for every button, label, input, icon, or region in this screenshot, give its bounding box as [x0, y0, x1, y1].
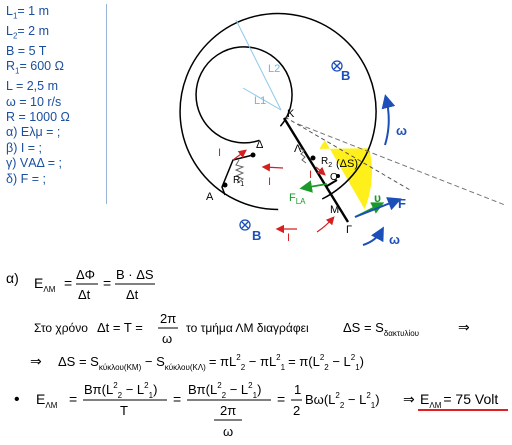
b-omega-term: Bω(L22 − L21)	[305, 391, 380, 410]
solution-math: α) EΛΜ = ΔΦ Δt = B · ΔS Δt Στο χρόνο Δt …	[6, 267, 508, 439]
e-lm-symbol: EΛΜ	[34, 275, 56, 294]
current-label-3: I	[309, 169, 312, 181]
point-a	[222, 182, 228, 188]
implies-1: ⇒	[458, 319, 470, 335]
point-lambda	[310, 155, 316, 161]
line2-period: Δt = T =	[97, 320, 143, 335]
result: EΛΜ= 75 Volt	[420, 391, 498, 410]
inner-ring	[195, 46, 293, 144]
current-label-4: I	[287, 232, 290, 244]
omega-label-top: ω	[396, 123, 407, 138]
force-fla-arrow	[299, 180, 328, 193]
omega-arrow-bottom	[362, 226, 384, 246]
field-symbol-b-top: B	[331, 60, 350, 83]
ds-difference: ΔS = Sκύκλου(ΚΜ) − Sκύκλου(ΚΛ)= πL22 − π…	[58, 353, 364, 372]
resistor-r1	[234, 159, 245, 184]
given-r: R = 1000 Ω	[6, 109, 70, 124]
force-fla-label: FLA	[289, 192, 306, 206]
radius-l2	[235, 19, 282, 111]
current-label-1: I	[218, 147, 221, 159]
given-l2: L2= 2 m	[6, 23, 50, 41]
dt-1: Δt	[78, 287, 91, 302]
point-delta	[250, 152, 256, 158]
point-o	[336, 174, 340, 178]
label-r1: R1	[233, 175, 244, 188]
ring-diagram: L2 L1 K Δ Λ A M Γ O R1 R2 (ΔS) B B ω ω I	[179, 12, 506, 247]
question-a: α) Eλμ = ;	[6, 125, 61, 140]
omega-arrow-top	[381, 94, 396, 146]
label-o: O	[330, 172, 338, 183]
current-arrow-5	[316, 216, 335, 233]
given-r1: R1= 600 Ω	[6, 59, 64, 76]
half-num: 1	[294, 382, 301, 397]
current-label-2: I	[268, 176, 271, 188]
dphi: ΔΦ	[76, 267, 95, 282]
eq-2: =	[103, 275, 111, 291]
svg-text:B: B	[252, 228, 261, 243]
question-b: β) Ι = ;	[6, 140, 43, 155]
eq-5: =	[277, 391, 285, 407]
label-gamma: Γ	[346, 224, 352, 236]
label-delta: Δ	[256, 139, 264, 151]
line2-ds: ΔS = Sδακτυλίου	[343, 320, 419, 338]
rod-mark	[326, 179, 338, 187]
outer-ring	[179, 12, 377, 211]
label-l2: L2	[268, 63, 280, 75]
question-c: γ) VΑΔ = ;	[6, 156, 62, 171]
label-lambda: Λ	[294, 143, 302, 155]
field-symbol-b-bottom: B	[239, 219, 261, 243]
b-ds: B · ΔS	[116, 267, 154, 282]
given-omega: ω = 10 r/s	[6, 94, 62, 109]
numerator-1: Bπ(L22 − L21)	[84, 381, 157, 400]
omega-denom: ω	[162, 331, 172, 346]
label-a: A	[206, 191, 214, 203]
velocity-label: υ	[374, 191, 381, 205]
given-l1: L1= 1 m	[6, 4, 50, 21]
part-label: α)	[6, 270, 19, 286]
dt-2: Δt	[126, 287, 139, 302]
two-pi: 2π	[160, 311, 176, 326]
current-arrow-3	[315, 166, 326, 176]
given-l: L = 2,5 m	[6, 79, 58, 94]
svg-text:B: B	[341, 68, 350, 83]
bullet: •	[14, 391, 20, 408]
line2-middle: το τμήμα ΛΜ διαγράφει	[186, 321, 309, 335]
question-d: δ) F = ;	[6, 171, 46, 186]
t-denom: T	[120, 403, 128, 418]
given-b: B = 5 T	[6, 43, 47, 58]
dashed-radius	[284, 116, 411, 191]
given-values: L1= 1 m L2= 2 m B = 5 T R1= 600 Ω L = 2,…	[6, 4, 107, 204]
eq-1: =	[64, 275, 72, 291]
half-den: 2	[293, 403, 300, 418]
dashed-reference-line	[297, 123, 506, 206]
current-arrow-1	[232, 149, 247, 161]
implies-2: ⇒	[30, 353, 42, 369]
swept-area	[319, 140, 372, 210]
label-ds: (ΔS)	[336, 158, 358, 170]
label-r2: R2	[321, 156, 332, 169]
line2-start: Στο χρόνο	[34, 321, 88, 335]
numerator-2: Bπ(L22 − L21)	[188, 381, 261, 400]
rod-km	[282, 117, 350, 223]
label-m: M	[330, 204, 339, 216]
label-l1: L1	[254, 95, 266, 107]
omega-label-bottom: ω	[389, 232, 400, 247]
force-f-arrow	[354, 197, 402, 218]
current-arrow-2	[261, 163, 284, 172]
radius-l1	[242, 87, 282, 111]
two-pi-denom: 2π	[220, 403, 236, 418]
force-f-label: F	[398, 196, 406, 211]
resistor-r2	[299, 147, 307, 164]
eq-3: =	[69, 391, 77, 407]
implies-3: ⇒	[403, 391, 415, 407]
omega-denom-2: ω	[223, 424, 233, 439]
eq-4: =	[173, 391, 181, 407]
label-k: K	[287, 108, 295, 120]
e-lm-symbol-2: EΛΜ	[36, 391, 58, 410]
